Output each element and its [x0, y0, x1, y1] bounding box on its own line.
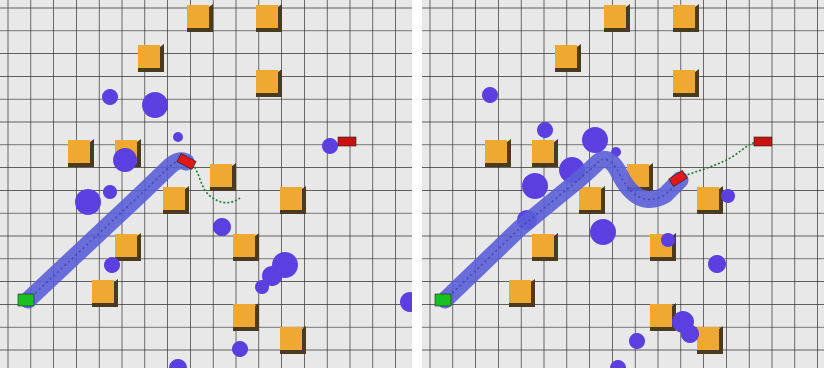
obstacle-box [532, 139, 558, 167]
start-marker [435, 294, 451, 306]
box-top [210, 164, 232, 187]
obstacle-sphere [173, 132, 183, 142]
obstacle-sphere [721, 189, 735, 203]
obstacle-sphere [102, 89, 118, 105]
obstacle-sphere [482, 87, 498, 103]
box-top [256, 70, 278, 93]
box-top [555, 45, 577, 68]
obstacle-box [92, 279, 118, 307]
start-marker [18, 294, 34, 306]
obstacle-sphere [629, 333, 645, 349]
box-top [532, 234, 554, 257]
obstacle-box [68, 139, 94, 167]
obstacle-sphere [142, 92, 168, 118]
box-top [673, 70, 695, 93]
obstacle-sphere [322, 138, 338, 154]
obstacle-box [256, 69, 282, 97]
obstacle-box [280, 326, 306, 354]
obstacle-sphere [681, 325, 699, 343]
obstacle-box [163, 186, 189, 214]
obstacle-box [673, 4, 699, 32]
box-top [532, 140, 554, 163]
box-top [68, 140, 90, 163]
panel-separator [412, 0, 422, 368]
panel-right [422, 0, 824, 368]
obstacle-box [485, 139, 511, 167]
obstacle-box [673, 69, 699, 97]
box-top [138, 45, 160, 68]
obstacle-box [650, 303, 676, 331]
box-top [604, 5, 626, 28]
obstacle-box [256, 4, 282, 32]
obstacle-box [233, 233, 259, 261]
obstacle-sphere [661, 233, 675, 247]
box-top [697, 327, 719, 350]
obstacle-sphere [232, 341, 248, 357]
obstacle-sphere [75, 189, 101, 215]
goal-marker [338, 137, 356, 146]
obstacle-sphere [104, 257, 120, 273]
box-top [509, 280, 531, 303]
obstacle-sphere [582, 127, 608, 153]
obstacle-sphere [522, 173, 548, 199]
obstacle-box [532, 233, 558, 261]
obstacle-sphere [103, 185, 117, 199]
obstacle-box [697, 326, 723, 354]
obstacle-box [604, 4, 630, 32]
box-top [280, 187, 302, 210]
obstacle-box [509, 279, 535, 307]
box-top [485, 140, 507, 163]
obstacle-box [697, 186, 723, 214]
goal-marker [754, 137, 772, 146]
obstacle-box [555, 44, 581, 72]
obstacle-sphere [537, 122, 553, 138]
box-top [115, 234, 137, 257]
obstacle-sphere [113, 148, 137, 172]
box-top [280, 327, 302, 350]
box-top [92, 280, 114, 303]
panel-left [0, 0, 420, 368]
obstacle-sphere [255, 280, 269, 294]
box-top [256, 5, 278, 28]
obstacle-box [233, 303, 259, 331]
obstacle-sphere [590, 219, 616, 245]
obstacle-box [115, 233, 141, 261]
box-top [163, 187, 185, 210]
obstacle-box [210, 163, 236, 191]
box-top [650, 304, 672, 327]
obstacle-box [187, 4, 213, 32]
obstacle-sphere [213, 218, 231, 236]
obstacle-box [579, 186, 605, 214]
box-top [579, 187, 601, 210]
obstacle-box [280, 186, 306, 214]
obstacle-box [138, 44, 164, 72]
box-top [673, 5, 695, 28]
box-top [233, 304, 255, 327]
box-top [233, 234, 255, 257]
box-top [697, 187, 719, 210]
box-top [187, 5, 209, 28]
obstacle-sphere [708, 255, 726, 273]
